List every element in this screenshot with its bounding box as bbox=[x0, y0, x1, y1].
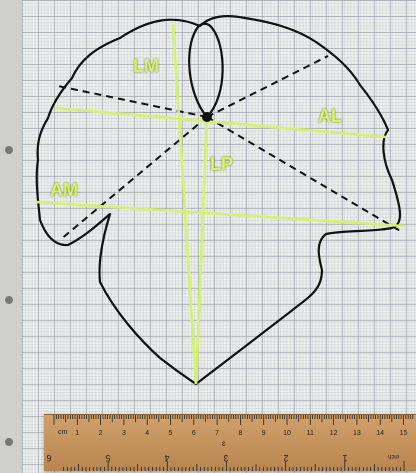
label-am: AM bbox=[50, 180, 78, 200]
ruler-inch-number: 6 bbox=[46, 453, 52, 463]
ruler-cm-number: 5 bbox=[168, 430, 173, 437]
ruler-ticks bbox=[53, 415, 414, 471]
ruler-inch-number: 5 bbox=[105, 453, 111, 463]
ruler-cm-number: 15 bbox=[399, 430, 408, 437]
label-lm: LM bbox=[133, 56, 159, 76]
ruler-cm-number: 12 bbox=[329, 430, 338, 437]
ruler-cm-number: 6 bbox=[191, 430, 196, 437]
ruler-cm-number: 2 bbox=[98, 430, 103, 437]
ruler-cm-number: 11 bbox=[306, 430, 314, 437]
vein-lines bbox=[57, 55, 403, 385]
label-lp: LP bbox=[210, 154, 234, 174]
ruler-inch-number: 2 bbox=[283, 453, 289, 463]
ruler-cm-number: 4 bbox=[145, 430, 150, 437]
ruler-inch-number: 1 bbox=[342, 453, 348, 463]
binder-hole bbox=[5, 296, 13, 304]
label-al: AL bbox=[318, 106, 342, 126]
ruler-inch-number: 3 bbox=[223, 453, 229, 463]
al-line bbox=[54, 106, 387, 139]
ruler-cm-number: 9 bbox=[261, 430, 266, 437]
binder-hole bbox=[5, 438, 13, 446]
ruler-cm-number: 7 bbox=[215, 430, 220, 437]
paper-edge bbox=[0, 0, 22, 473]
ruler-cm-number: 13 bbox=[352, 430, 361, 437]
vein-line bbox=[206, 116, 403, 233]
petiole-junction bbox=[202, 112, 212, 122]
petiole-sinus-outline bbox=[188, 22, 224, 119]
measurement-lines bbox=[35, 23, 405, 385]
vein-line bbox=[206, 55, 329, 118]
ruler-inch-label: inch bbox=[388, 453, 400, 459]
leaf-outline bbox=[35, 15, 401, 386]
ruler-cm-number: 1 bbox=[75, 430, 80, 437]
ruler-cm-number: 14 bbox=[376, 430, 385, 437]
ruler-cm-number: 10 bbox=[283, 430, 291, 437]
vein-line bbox=[57, 85, 208, 118]
ruler-cm-number: 8 bbox=[238, 430, 243, 437]
ruler-inch-number: 4 bbox=[164, 453, 170, 463]
ruler-cm-number: 3 bbox=[121, 430, 126, 437]
lm-line bbox=[171, 23, 198, 385]
am-line bbox=[35, 200, 405, 228]
ruler-maker-mark: ɛ bbox=[222, 439, 226, 448]
binder-hole bbox=[5, 146, 13, 154]
lp-line bbox=[194, 116, 209, 385]
ruler-cm-label: cm bbox=[58, 429, 68, 436]
vein-line bbox=[59, 116, 208, 241]
graph-paper bbox=[22, 0, 416, 473]
